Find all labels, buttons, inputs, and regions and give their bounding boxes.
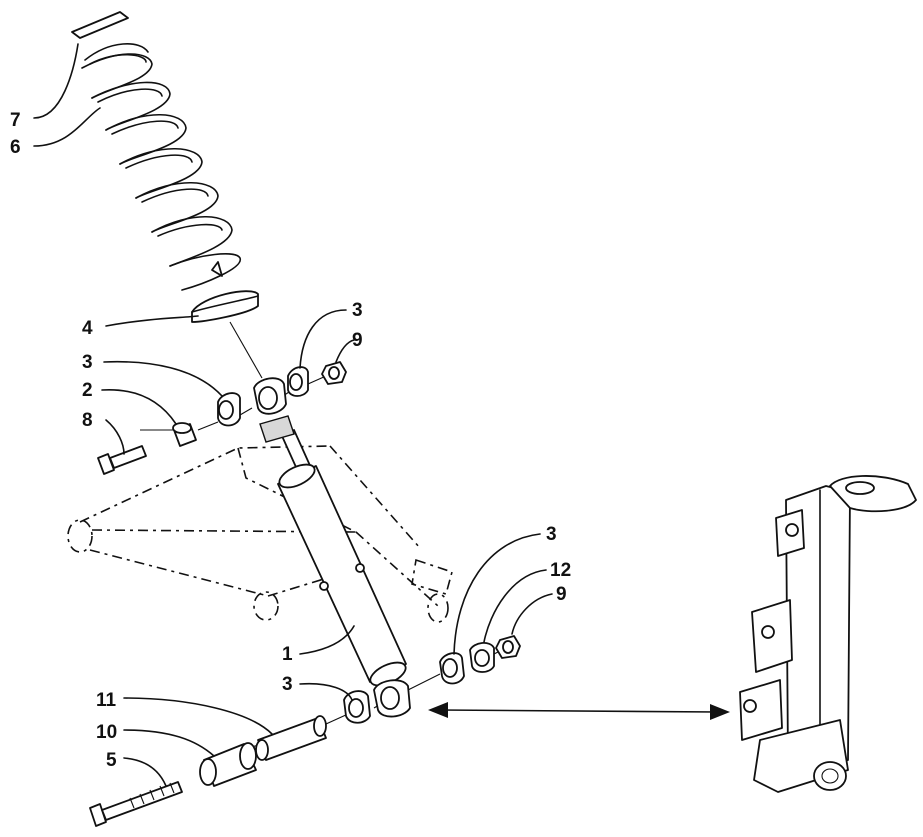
callout-12: 12 [550,560,571,581]
a-arm-phantom [67,445,453,623]
outer-bushing [199,742,257,787]
callout-2: 2 [82,380,93,401]
upper-bushing [172,422,197,447]
upper-washer-left [217,392,241,427]
shock-absorber [253,377,411,718]
callout-3: 3 [352,300,363,321]
spring-seat [191,290,259,323]
lower-washer-left [343,690,371,724]
upper-bolt [97,445,147,475]
callout-3: 3 [282,674,293,695]
callout-5: 5 [106,750,117,771]
inner-bushing [255,715,327,761]
lower-spacer [469,642,495,673]
upper-washer-right [287,366,309,397]
lower-bolt [89,781,183,827]
callout-11: 11 [96,690,117,711]
callout-4: 4 [82,318,93,339]
spindle-assembly [739,475,917,793]
callout-8: 8 [82,410,93,431]
callout-1: 1 [282,644,293,665]
coil-spring [81,43,241,291]
callout-10: 10 [96,722,117,743]
callout-3: 3 [546,524,557,545]
lower-nut [495,635,521,659]
upper-nut [321,361,347,385]
callout-3: 3 [82,352,93,373]
callout-9: 9 [352,330,363,351]
lower-washer-right [439,652,465,685]
callout-6: 6 [10,137,21,158]
callout-7: 7 [10,110,21,131]
leader-lines [33,43,553,787]
spring-retainer-cap [71,11,129,39]
callout-9: 9 [556,584,567,605]
location-arrow [428,702,730,720]
